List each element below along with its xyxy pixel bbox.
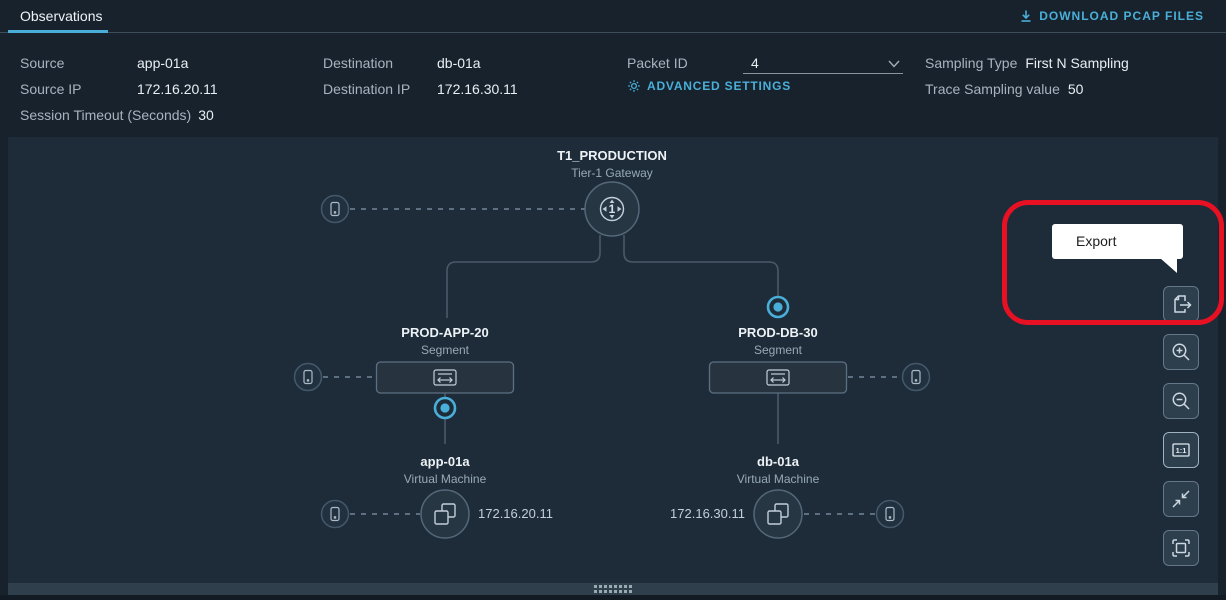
svg-text:T1_PRODUCTION: T1_PRODUCTION xyxy=(557,148,667,163)
observation-point-app-branch[interactable] xyxy=(433,396,457,420)
node-t1-gateway[interactable]: T1_PRODUCTION Tier-1 Gateway 1 xyxy=(557,148,667,237)
observation-point-db-branch[interactable] xyxy=(766,295,790,319)
export-tooltip-label: Export xyxy=(1076,233,1117,249)
svg-text:Segment: Segment xyxy=(754,343,803,357)
actual-size-icon: 1:1 xyxy=(1172,443,1190,457)
svg-text:Virtual Machine: Virtual Machine xyxy=(737,472,820,486)
topology-canvas[interactable]: T1_PRODUCTION Tier-1 Gateway 1 xyxy=(8,137,1224,583)
resize-grip[interactable] xyxy=(594,585,632,593)
trace-parameters: Source app-01a Source IP 172.16.20.11 Se… xyxy=(0,46,1226,132)
export-tooltip: Export xyxy=(1052,224,1183,273)
db-vm-ip: 172.16.30.11 xyxy=(670,506,745,521)
fullscreen-icon xyxy=(1172,539,1190,557)
field-destination: Destination db-01a xyxy=(323,55,481,71)
advanced-settings-label: ADVANCED SETTINGS xyxy=(647,79,792,93)
vm-icon xyxy=(767,503,789,525)
header-divider xyxy=(0,32,1226,33)
port-icons xyxy=(303,201,921,522)
field-trace-sampling: Trace Sampling value 50 xyxy=(925,81,1084,97)
source-ip-value: 172.16.20.11 xyxy=(137,81,218,97)
svg-text:PROD-APP-20: PROD-APP-20 xyxy=(401,325,488,340)
node-vm-db-01a[interactable]: db-01a Virtual Machine 172.16.30.11 xyxy=(670,454,820,539)
port-db-vm-right xyxy=(875,499,905,529)
svg-text:db-01a: db-01a xyxy=(757,454,800,469)
svg-text:app-01a: app-01a xyxy=(420,454,470,469)
export-button[interactable] xyxy=(1163,286,1199,322)
svg-text:Segment: Segment xyxy=(421,343,470,357)
sampling-type-value: First N Sampling xyxy=(1025,55,1129,71)
destination-ip-value: 172.16.30.11 xyxy=(437,81,518,97)
dashed-links xyxy=(323,208,901,515)
download-pcap-label: DOWNLOAD PCAP FILES xyxy=(1039,9,1204,23)
trace-sampling-value: 50 xyxy=(1067,81,1084,97)
field-session-timeout: Session Timeout (Seconds) 30 xyxy=(20,107,214,123)
source-value: app-01a xyxy=(137,55,189,71)
segment-icon xyxy=(433,369,457,386)
tab-bar: Observations DOWNLOAD PCAP FILES xyxy=(0,0,1226,33)
svg-text:PROD-DB-30: PROD-DB-30 xyxy=(738,325,817,340)
packet-id-select[interactable]: 4 xyxy=(743,52,903,74)
gear-icon xyxy=(628,80,640,92)
tab-active-underline xyxy=(8,30,108,33)
port-t1-left xyxy=(320,194,350,224)
zoom-out-button[interactable] xyxy=(1163,383,1199,419)
zoom-in-icon xyxy=(1172,343,1190,361)
field-sampling-type: Sampling Type First N Sampling xyxy=(925,55,1129,71)
tier1-gateway-icon: 1 xyxy=(599,196,625,222)
node-vm-app-01a[interactable]: app-01a Virtual Machine 172.16.20.11 xyxy=(404,454,553,539)
port-db-segment-right xyxy=(901,362,931,392)
segment-icon xyxy=(766,369,790,386)
zoom-out-icon xyxy=(1172,392,1190,410)
actual-size-button[interactable]: 1:1 xyxy=(1163,432,1199,468)
svg-text:Virtual Machine: Virtual Machine xyxy=(404,472,487,486)
field-source-ip: Source IP 172.16.20.11 xyxy=(20,81,218,97)
app-vm-ip: 172.16.20.11 xyxy=(478,506,553,521)
export-icon xyxy=(1174,295,1192,313)
tree-links xyxy=(444,235,779,444)
port-nodes[interactable] xyxy=(293,194,931,529)
svg-text:Tier-1 Gateway: Tier-1 Gateway xyxy=(571,166,653,180)
destination-value: db-01a xyxy=(437,55,481,71)
field-packet-id: Packet ID 4 xyxy=(627,50,903,76)
session-timeout-value: 30 xyxy=(198,107,214,123)
node-segment-prod-db-30[interactable]: PROD-DB-30 Segment xyxy=(708,325,848,394)
svg-text:1: 1 xyxy=(609,202,616,216)
zoom-in-button[interactable] xyxy=(1163,334,1199,370)
download-icon xyxy=(1021,10,1031,22)
chevron-down-icon xyxy=(888,60,900,68)
fit-to-screen-button[interactable] xyxy=(1163,481,1199,517)
advanced-settings-button[interactable]: ADVANCED SETTINGS xyxy=(627,79,903,93)
fullscreen-button[interactable] xyxy=(1163,530,1199,566)
port-app-segment-left xyxy=(293,362,323,392)
node-segment-prod-app-20[interactable]: PROD-APP-20 Segment xyxy=(375,325,515,394)
tab-observations[interactable]: Observations xyxy=(20,8,103,24)
vm-icon xyxy=(434,503,456,525)
fit-to-screen-icon xyxy=(1172,490,1190,508)
field-destination-ip: Destination IP 172.16.30.11 xyxy=(323,81,518,97)
port-app-vm-left xyxy=(320,499,350,529)
bottom-strip xyxy=(0,595,1226,600)
svg-text:1:1: 1:1 xyxy=(1176,446,1187,455)
download-pcap-button[interactable]: DOWNLOAD PCAP FILES xyxy=(1019,9,1204,23)
field-source: Source app-01a xyxy=(20,55,189,71)
packet-id-value: 4 xyxy=(751,54,759,71)
panel-resize-bar[interactable] xyxy=(8,583,1218,595)
